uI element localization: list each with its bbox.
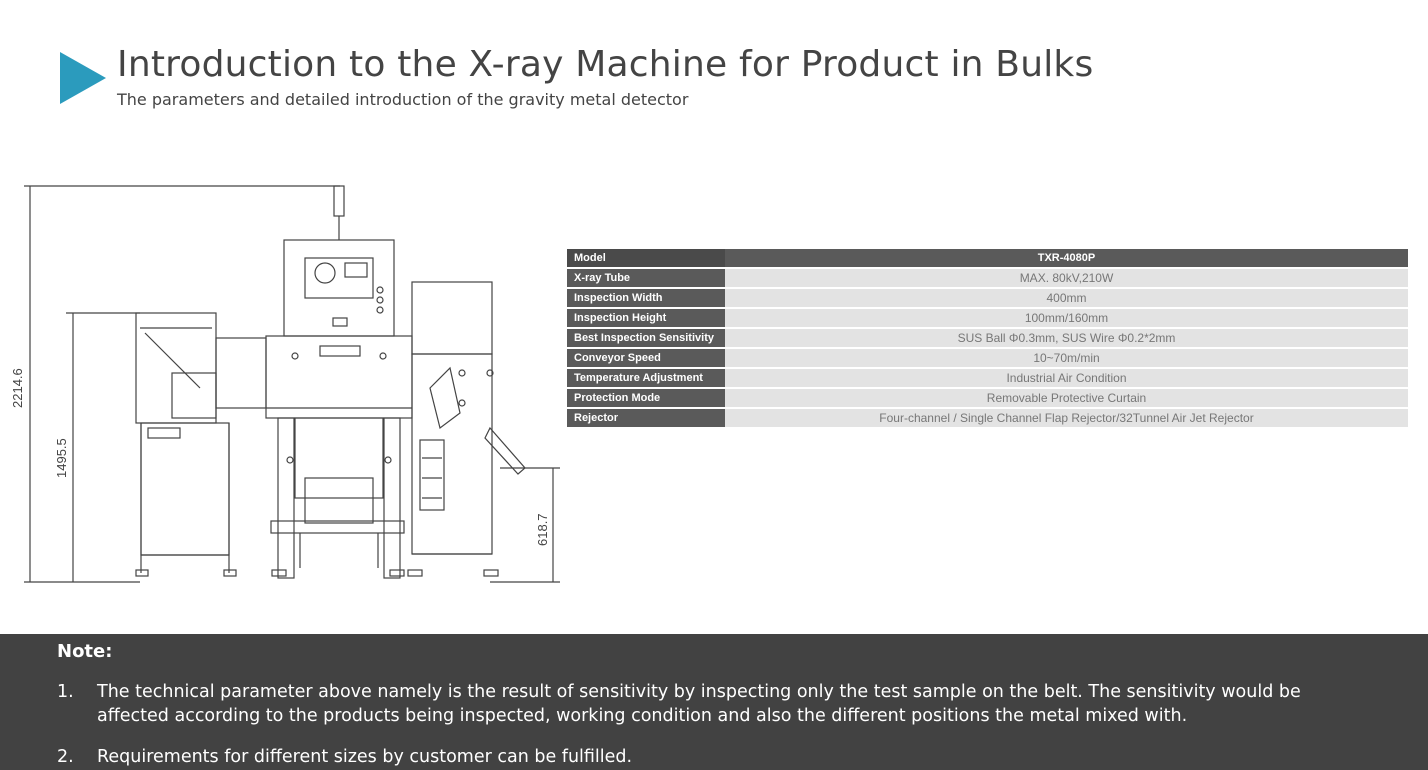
spec-label: Protection Mode <box>567 389 725 407</box>
spec-value: MAX. 80kV,210W <box>725 269 1408 287</box>
spec-label: Conveyor Speed <box>567 349 725 367</box>
note-item: 2. Requirements for different sizes by c… <box>57 745 1387 769</box>
spec-label: Inspection Width <box>567 289 725 307</box>
spec-label: Rejector <box>567 409 725 427</box>
spec-row: Temperature Adjustment Industrial Air Co… <box>567 369 1408 387</box>
spec-row: X-ray Tube MAX. 80kV,210W <box>567 269 1408 287</box>
note-panel: Note: 1. The technical parameter above n… <box>0 634 1428 770</box>
spec-value: SUS Ball Φ0.3mm, SUS Wire Φ0.2*2mm <box>725 329 1408 347</box>
spec-table: Model TXR-4080P X-ray Tube MAX. 80kV,210… <box>567 247 1408 429</box>
dimension-total-height: 2214.6 <box>10 368 25 408</box>
spec-value: 400mm <box>725 289 1408 307</box>
page-title: Introduction to the X-ray Machine for Pr… <box>117 44 1094 85</box>
spec-value: Industrial Air Condition <box>725 369 1408 387</box>
spec-row: Rejector Four-channel / Single Channel F… <box>567 409 1408 427</box>
spec-value: 10~70m/min <box>725 349 1408 367</box>
dimension-frame-height: 1495.5 <box>54 438 69 478</box>
spec-value: Four-channel / Single Channel Flap Rejec… <box>725 409 1408 427</box>
note-item: 1. The technical parameter above namely … <box>57 680 1387 730</box>
play-arrow-icon <box>60 52 106 104</box>
spec-label: Model <box>567 249 725 267</box>
note-heading: Note: <box>57 641 113 662</box>
spec-row: Protection Mode Removable Protective Cur… <box>567 389 1408 407</box>
note-item-text: Requirements for different sizes by cust… <box>97 747 633 767</box>
spec-label: Best Inspection Sensitivity <box>567 329 725 347</box>
spec-value: TXR-4080P <box>725 249 1408 267</box>
dimension-conveyor-height: 618.7 <box>535 513 550 546</box>
note-item-text: The technical parameter above namely is … <box>97 682 1301 726</box>
note-item-number: 1. <box>57 682 74 702</box>
note-item-number: 2. <box>57 747 74 767</box>
spec-row-model: Model TXR-4080P <box>567 249 1408 267</box>
spec-row: Best Inspection Sensitivity SUS Ball Φ0.… <box>567 329 1408 347</box>
spec-label: X-ray Tube <box>567 269 725 287</box>
spec-value: 100mm/160mm <box>725 309 1408 327</box>
spec-row: Inspection Height 100mm/160mm <box>567 309 1408 327</box>
page-subtitle: The parameters and detailed introduction… <box>117 90 689 109</box>
spec-row: Conveyor Speed 10~70m/min <box>567 349 1408 367</box>
machine-drawing: 2214.6 1495.5 618.7 <box>10 185 560 583</box>
spec-label: Temperature Adjustment <box>567 369 725 387</box>
spec-value: Removable Protective Curtain <box>725 389 1408 407</box>
spec-row: Inspection Width 400mm <box>567 289 1408 307</box>
spec-label: Inspection Height <box>567 309 725 327</box>
